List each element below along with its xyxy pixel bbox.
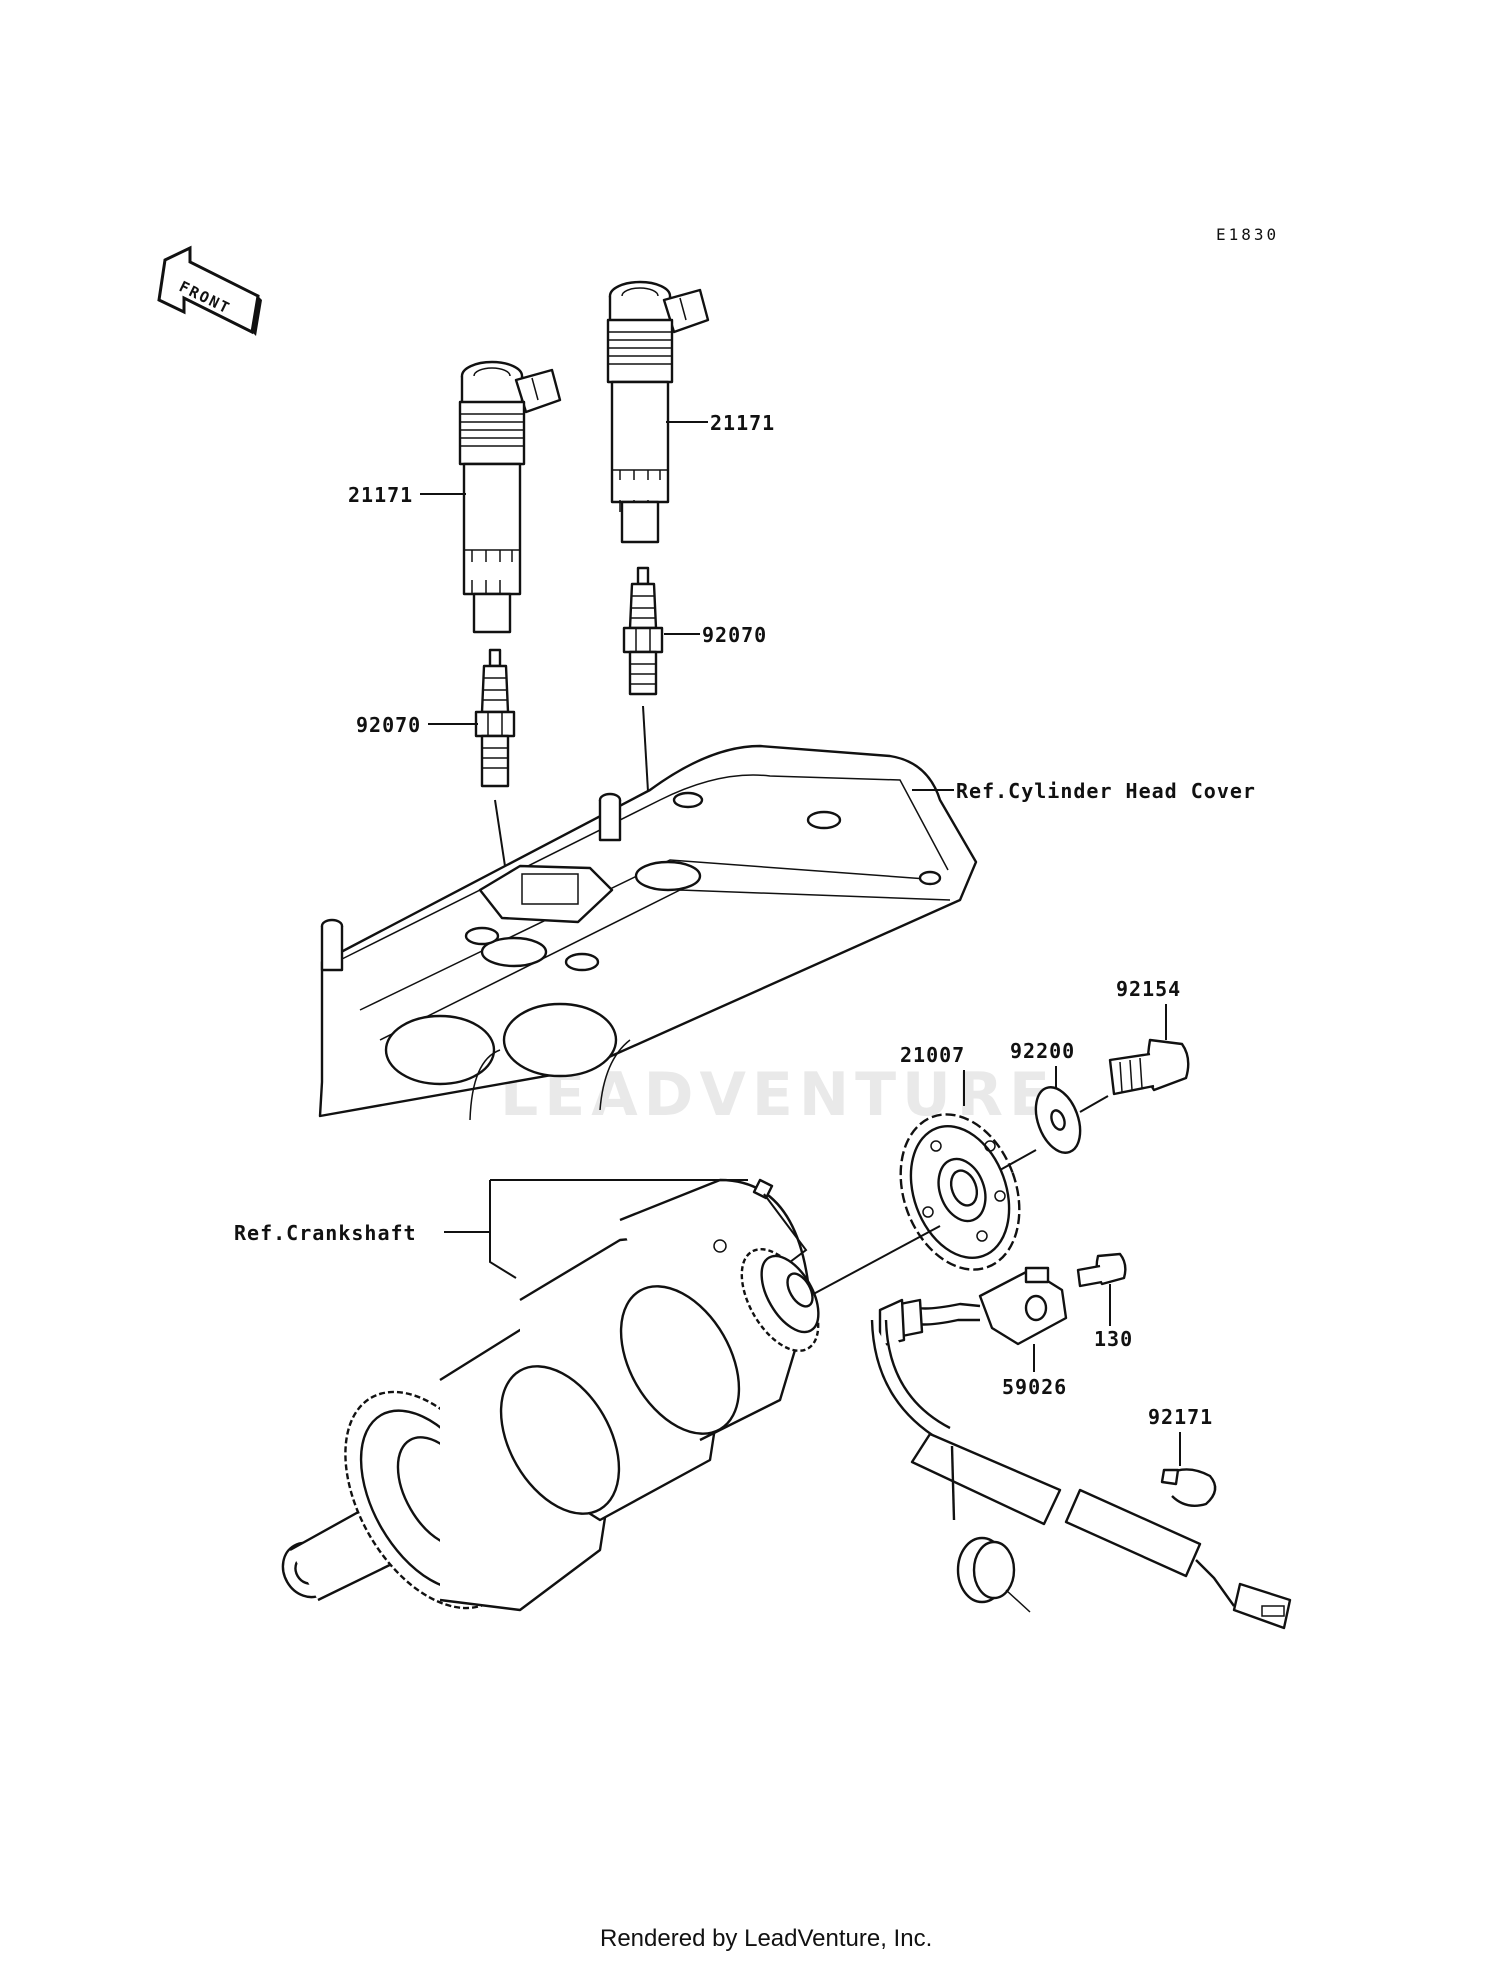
front-arrow-icon: FRONT [157, 245, 262, 336]
pickup-coil-59026 [870, 1266, 1292, 1630]
washer-92200 [1034, 1086, 1082, 1154]
label-plug-right: 92070 [702, 623, 767, 647]
label-washer: 92200 [1010, 1039, 1075, 1063]
label-crankshaft: Ref.Crankshaft [234, 1221, 417, 1245]
label-bolt-top: 92154 [1116, 977, 1181, 1001]
cylinder-head-cover [318, 744, 978, 1121]
bolt-130 [1076, 1252, 1127, 1288]
label-coil-left: 21171 [348, 483, 413, 507]
label-coil-right: 21171 [710, 411, 775, 435]
footer-credit: Rendered by LeadVenture, Inc. [600, 1925, 932, 1952]
spark-plug-left [474, 648, 516, 788]
label-clamp: 92171 [1148, 1405, 1213, 1429]
diagram-code: E1830 [1216, 225, 1279, 244]
ignition-coil-right [606, 280, 710, 544]
label-plug-left: 92070 [356, 713, 421, 737]
clamp-92171 [1160, 1468, 1217, 1507]
crankshaft [281, 1178, 820, 1612]
label-pickup: 59026 [1002, 1375, 1067, 1399]
label-head-cover: Ref.Cylinder Head Cover [956, 779, 1256, 803]
bolt-92154 [1108, 1038, 1190, 1096]
spark-plug-right [622, 566, 664, 696]
ignition-coil-left [458, 360, 562, 634]
label-bolt-small: 130 [1094, 1327, 1133, 1351]
label-rotor: 21007 [900, 1043, 965, 1067]
